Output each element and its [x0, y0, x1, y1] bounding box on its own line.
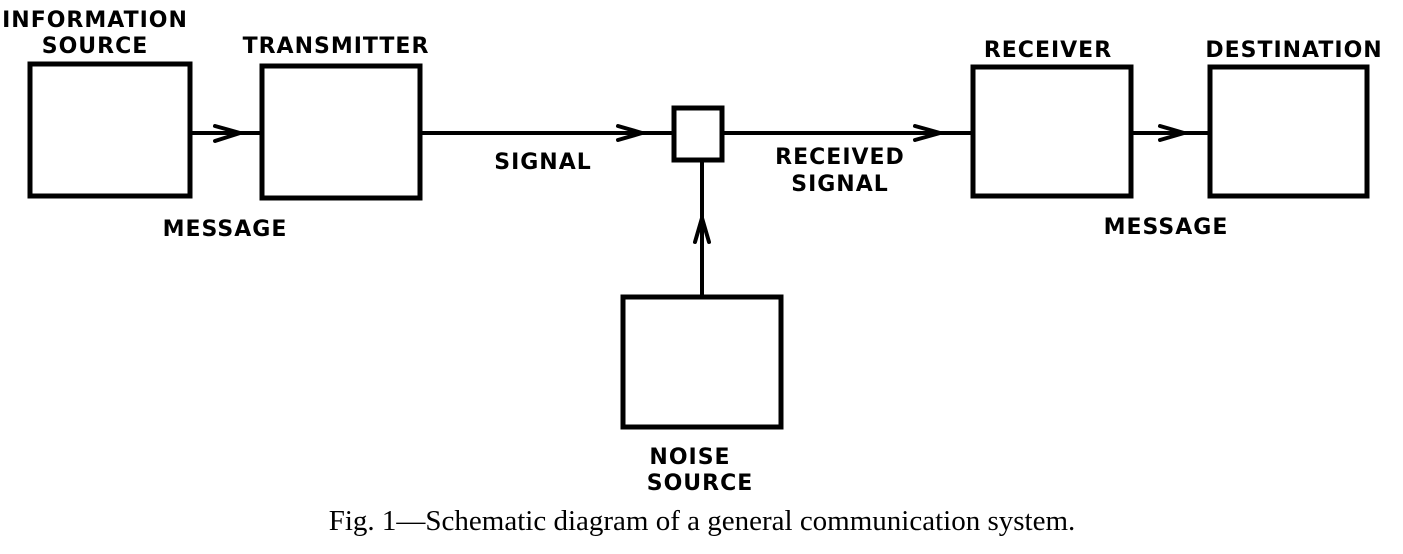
destination-block — [1207, 64, 1370, 199]
receiver-label: RECEIVER — [984, 38, 1112, 63]
received-signal-label-line2: SIGNAL — [791, 172, 889, 197]
arrow-head-icon — [616, 124, 644, 142]
arrow-head-icon — [1158, 124, 1186, 142]
arrow-head-icon — [693, 216, 711, 244]
transmitter-label: TRANSMITTER — [243, 34, 430, 59]
mixer-block — [671, 105, 725, 163]
noise-source-label-line1: NOISE — [649, 445, 730, 470]
received-signal-label-line1: RECEIVED — [775, 145, 905, 170]
arrow-head-icon — [213, 124, 242, 143]
information-source-block — [27, 61, 193, 199]
transmitter-block — [259, 63, 423, 201]
signal-label: SIGNAL — [494, 150, 592, 175]
information-source-label-line1: INFORMATION — [2, 8, 188, 33]
destination-label: DESTINATION — [1205, 38, 1382, 63]
figure-caption: Fig. 1—Schematic diagram of a general co… — [329, 505, 1076, 537]
arrow-head-icon — [913, 124, 942, 142]
receiver-block — [970, 64, 1134, 199]
message-label-1: MESSAGE — [163, 217, 288, 242]
noise-source-block — [620, 294, 784, 430]
information-source-label-line2: SOURCE — [42, 34, 149, 59]
message-label-2: MESSAGE — [1104, 215, 1229, 240]
noise-source-label-line2: SOURCE — [647, 471, 754, 496]
